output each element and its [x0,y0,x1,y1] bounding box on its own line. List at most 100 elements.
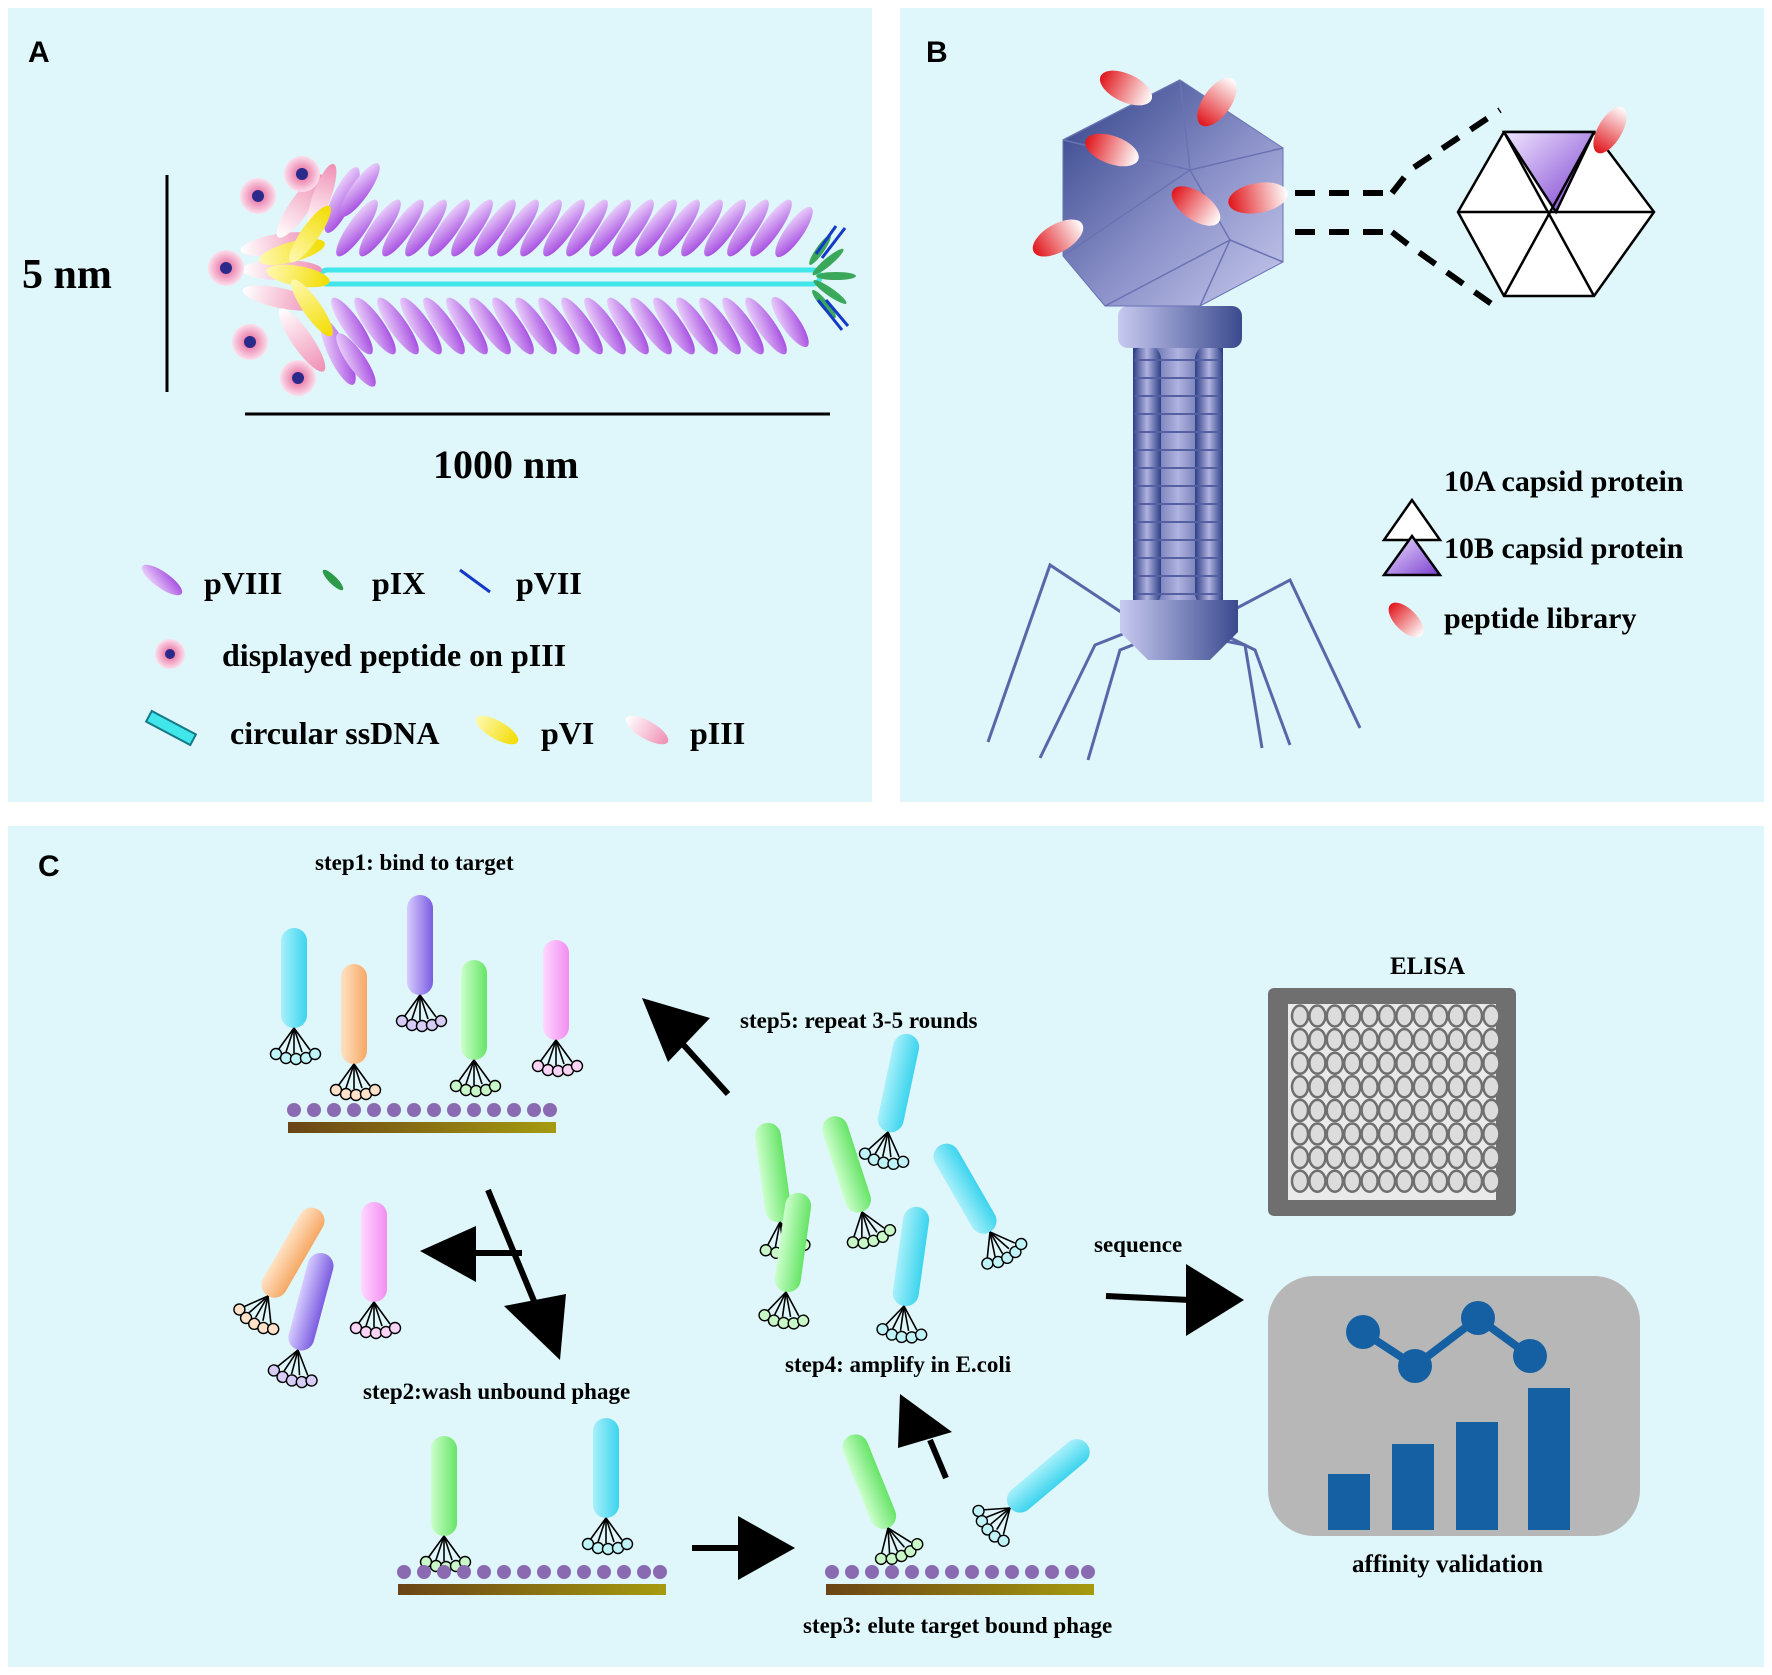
elisa-well [1377,1122,1397,1146]
capsid-10b-legend-icon [1381,533,1443,577]
elisa-well [1464,1027,1484,1052]
pvii-legend-icon [459,568,491,594]
step4-label: step4: amplify in E.coli [785,1352,1012,1377]
ssdna-legend-icon [144,709,198,747]
elisa-well [1325,1169,1345,1193]
elisa-well [1290,1075,1310,1099]
elisa-well [1429,1027,1449,1052]
elisa-well [1360,1145,1379,1170]
elisa-well [1482,1122,1501,1146]
elisa-well [1290,1098,1310,1123]
pviii-coat-top [336,199,813,258]
affinity-chart-icon [1268,1276,1640,1536]
elisa-well [1412,1145,1432,1170]
elisa-well [1482,1075,1501,1099]
elisa-well [1412,1098,1432,1123]
elisa-well [1429,1051,1449,1075]
legend-displayed: displayed peptide on pIII [222,637,566,673]
elisa-well [1447,1027,1466,1052]
elisa-well [1464,1075,1484,1099]
elisa-well [1464,1098,1484,1123]
panel-c-label: C [38,850,60,883]
step2-arrows-icon [420,1188,566,1360]
elisa-well [1377,1098,1397,1123]
step5-arrow-icon [642,998,731,1097]
elisa-well [1308,1004,1327,1028]
legend-pix: pIX [372,565,425,601]
elisa-well [1308,1098,1327,1123]
zoom-dashes [1295,107,1502,313]
panel-a-legend: pVIII pIX pVII displayed peptide on pIII… [141,564,745,751]
legend-pvii: pVII [516,565,582,601]
elisa-well [1325,1145,1345,1170]
elisa-well [1325,1027,1345,1052]
elisa-well [1464,1004,1484,1028]
legend-ssdna: circular ssDNA [230,715,439,751]
scale-horizontal-label: 1000 nm [433,442,579,487]
elisa-well [1377,1004,1397,1028]
step3-arrow-icon [692,1516,795,1580]
pix-legend-icon [322,569,344,591]
elisa-well [1377,1075,1397,1099]
displayed-peptides [208,156,320,396]
panel-c-background [8,826,1764,1667]
elisa-well [1412,1169,1432,1193]
target-surface-1 [287,1103,557,1133]
elisa-well [1360,1027,1379,1052]
elisa-well [1412,1027,1432,1052]
step3-before [397,1418,667,1595]
elisa-well [1360,1122,1379,1146]
elisa-well [1290,1122,1310,1146]
piii-legend-icon [625,715,669,745]
legend-pvi: pVI [541,715,594,751]
affinity-bar [1456,1422,1498,1530]
elisa-well [1447,1098,1466,1123]
elisa-well [1325,1004,1345,1028]
elisa-well [1342,1051,1362,1075]
elisa-well [1482,1004,1501,1028]
sequence-arrow-icon [1105,1264,1244,1336]
elisa-well [1482,1051,1501,1075]
panel-b-label: B [926,36,948,69]
elisa-well [1308,1027,1327,1052]
elisa-well [1429,1122,1449,1146]
elisa-well [1482,1098,1501,1123]
step5-label: step5: repeat 3-5 rounds [740,1008,978,1033]
elisa-well [1290,1169,1310,1193]
elisa-well [1429,1145,1449,1170]
elisa-well [1429,1098,1449,1123]
elisa-well [1290,1145,1310,1170]
elisa-well [1395,1169,1414,1193]
elisa-well [1429,1004,1449,1028]
scale-vertical-label: 5 nm [22,252,112,298]
pviii-coat-bottom [331,296,809,355]
elisa-well [1447,1145,1466,1170]
legend-piii: pIII [690,715,745,751]
elisa-well [1395,1122,1414,1146]
elisa-well [1395,1051,1414,1075]
elisa-well [1412,1075,1432,1099]
panel-b-legend: 10A capsid protein 10B capsid protein pe… [1381,465,1684,638]
step4-arrow-icon [898,1394,952,1480]
elisa-well [1308,1169,1327,1193]
elisa-well [1342,1122,1362,1146]
elisa-well [1377,1027,1397,1052]
panel-a-background [8,8,872,802]
elisa-well [1447,1004,1466,1028]
elisa-well [1395,1075,1414,1099]
elisa-plate-icon [1268,988,1516,1216]
elisa-well [1464,1051,1484,1075]
step1-label: step1: bind to target [315,850,514,875]
elisa-well [1342,1027,1362,1052]
panel-b-background [900,8,1764,802]
elisa-well [1482,1027,1501,1052]
elisa-well [1412,1004,1432,1028]
elisa-well [1308,1145,1327,1170]
elisa-well [1325,1051,1345,1075]
elisa-well [1360,1051,1379,1075]
elisa-label: ELISA [1390,953,1465,980]
step3-after [825,1425,1104,1595]
elisa-well [1377,1169,1397,1193]
elisa-well [1429,1075,1449,1099]
elisa-well [1290,1051,1310,1075]
